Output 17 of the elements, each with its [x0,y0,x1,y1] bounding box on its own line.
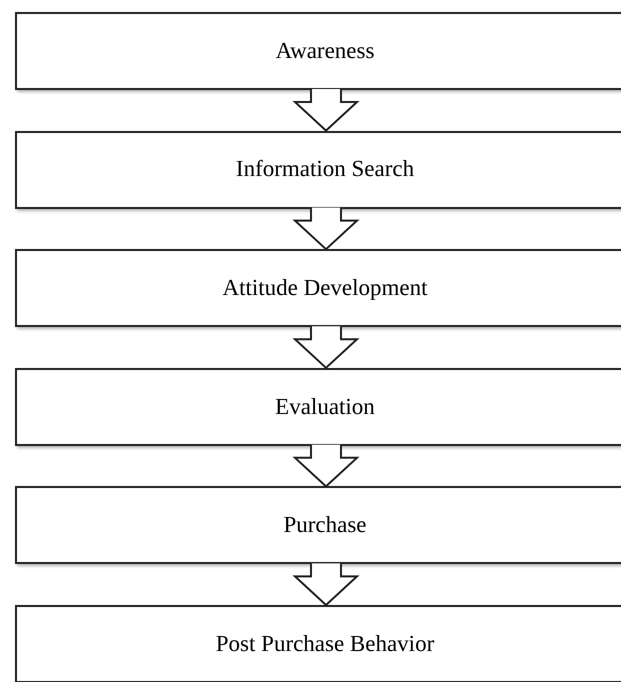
step-label: Attitude Development [222,274,428,302]
block-arrow [292,325,360,370]
step-label: Information Search [236,155,414,184]
step-label: Evaluation [275,392,375,421]
process-box [15,605,621,682]
block-arrow [292,562,360,606]
process-box [15,368,621,446]
block-arrow [292,88,360,132]
step-label: Purchase [283,511,367,540]
process-box [15,12,621,90]
process-box [15,249,621,328]
block-arrow [292,206,360,251]
process-box [15,486,621,564]
block-arrow [292,444,360,488]
process-box [15,130,621,209]
step-label: Post Purchase Behavior [216,630,434,658]
step-label: Awareness [276,36,374,65]
